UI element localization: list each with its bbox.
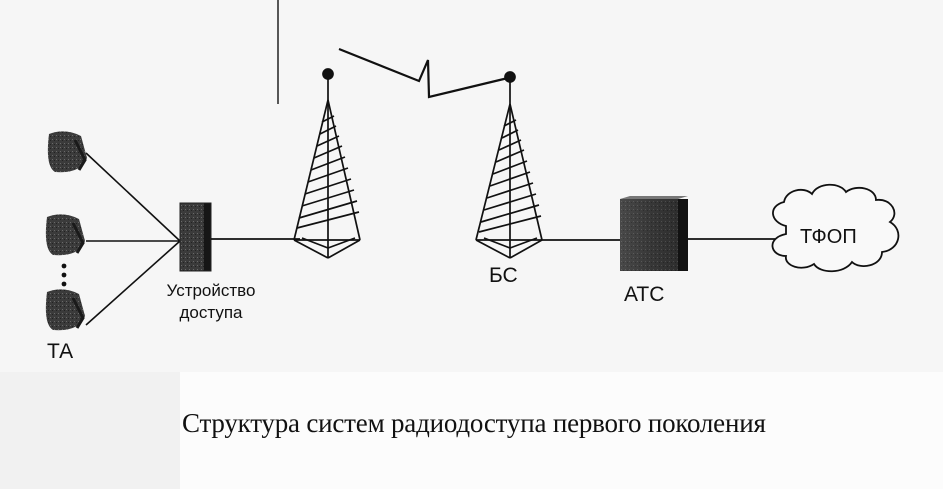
access-device-label-line2: доступа xyxy=(179,303,243,322)
terminals-ellipsis xyxy=(61,263,67,287)
radio-link-icon xyxy=(338,47,509,99)
cloud-icon xyxy=(771,183,900,273)
telephone-handset-icon xyxy=(47,131,87,173)
exchange-label: АТС xyxy=(624,283,665,306)
left-paper-strip xyxy=(0,372,180,489)
pstn-label: ТФОП xyxy=(800,226,857,248)
access-device-label-line1: Устройство xyxy=(166,281,256,300)
diagram-caption: Структура систем радиодоступа первого по… xyxy=(182,408,766,438)
terminals-label: ТА xyxy=(47,340,74,363)
telephone-handset-icon xyxy=(45,214,85,256)
link-handset-3 xyxy=(85,240,181,326)
access-device-label: Устройство доступа xyxy=(150,280,272,324)
telephone-handset-icon xyxy=(45,289,85,331)
base-station-label: БС xyxy=(489,264,518,287)
link-handset-1 xyxy=(85,152,181,242)
antenna-tower-icon xyxy=(475,71,543,259)
terminal-links xyxy=(85,152,181,326)
access-device-icon xyxy=(179,202,212,272)
antenna-tower-icon xyxy=(293,68,361,259)
exchange-box-icon xyxy=(620,196,688,271)
